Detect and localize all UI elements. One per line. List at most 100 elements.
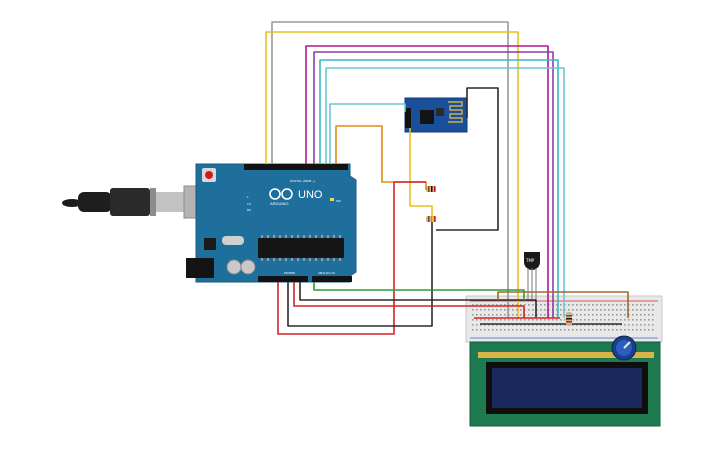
breadboard-hole <box>496 319 498 321</box>
wire-gray <box>271 21 509 318</box>
breadboard-hole <box>616 309 618 311</box>
breadboard-hole <box>516 304 518 306</box>
wire-purple <box>313 51 554 318</box>
led-on <box>330 198 334 201</box>
breadboard-hole <box>500 314 502 316</box>
breadboard-hole <box>516 314 518 316</box>
wire-green <box>313 282 525 300</box>
digital-header <box>244 164 348 170</box>
usb-chip <box>204 238 216 250</box>
breadboard-hole <box>608 319 610 321</box>
breadboard-hole <box>640 319 642 321</box>
analog-header <box>312 276 352 282</box>
breadboard-hole <box>648 324 650 326</box>
breadboard-hole <box>644 324 646 326</box>
resistor <box>426 216 436 222</box>
breadboard-hole <box>632 329 634 331</box>
breadboard-hole <box>484 314 486 316</box>
breadboard-hole <box>540 319 542 321</box>
breadboard-hole <box>624 314 626 316</box>
breadboard-hole <box>472 319 474 321</box>
wire-red-left <box>277 181 426 335</box>
breadboard-hole <box>532 329 534 331</box>
board-brand: UNO <box>298 189 323 201</box>
breadboard-hole <box>520 314 522 316</box>
breadboard-hole <box>580 309 582 311</box>
breadboard-hole <box>572 304 574 306</box>
breadboard-hole <box>636 324 638 326</box>
breadboard-hole <box>632 324 634 326</box>
breadboard-hole <box>500 309 502 311</box>
breadboard-hole <box>508 319 510 321</box>
breadboard-hole <box>648 319 650 321</box>
reset-button-icon[interactable] <box>202 168 216 182</box>
breadboard-hole <box>528 304 530 306</box>
breadboard-hole <box>632 304 634 306</box>
breadboard-hole <box>532 319 534 321</box>
power-jack <box>186 258 214 278</box>
breadboard-hole <box>484 319 486 321</box>
breadboard-hole <box>640 329 642 331</box>
capacitor <box>226 259 242 275</box>
breadboard-hole <box>620 329 622 331</box>
breadboard-hole <box>528 314 530 316</box>
breadboard-hole <box>560 304 562 306</box>
breadboard-hole <box>564 319 566 321</box>
breadboard-hole <box>560 314 562 316</box>
breadboard-hole <box>580 304 582 306</box>
breadboard-hole <box>476 329 478 331</box>
breadboard-hole <box>584 304 586 306</box>
breadboard-hole <box>556 314 558 316</box>
breadboard-hole <box>640 309 642 311</box>
breadboard-hole <box>648 309 650 311</box>
breadboard-hole <box>644 329 646 331</box>
breadboard-hole <box>496 329 498 331</box>
power-header <box>258 276 308 282</box>
resistor <box>426 186 436 192</box>
breadboard-hole <box>504 309 506 311</box>
breadboard-hole <box>652 314 654 316</box>
atmega-chip <box>258 238 344 258</box>
breadboard-hole <box>652 309 654 311</box>
breadboard-hole <box>612 329 614 331</box>
breadboard-hole <box>588 329 590 331</box>
breadboard-hole <box>472 324 474 326</box>
wires <box>265 21 629 335</box>
breadboard-hole <box>600 329 602 331</box>
breadboard-hole <box>476 304 478 306</box>
breadboard-hole <box>584 314 586 316</box>
breadboard-hole <box>576 309 578 311</box>
breadboard-hole <box>516 319 518 321</box>
breadboard-hole <box>572 329 574 331</box>
breadboard-hole <box>652 324 654 326</box>
breadboard-hole <box>568 329 570 331</box>
breadboard-hole <box>544 309 546 311</box>
breadboard-hole <box>624 304 626 306</box>
wire-yellow-2 <box>409 128 433 222</box>
breadboard-hole <box>620 309 622 311</box>
breadboard-hole <box>636 329 638 331</box>
led-l-label: L <box>247 195 249 199</box>
breadboard-hole <box>492 304 494 306</box>
breadboard-hole <box>484 329 486 331</box>
breadboard-hole <box>512 329 514 331</box>
breadboard-hole <box>608 309 610 311</box>
breadboard-hole <box>548 329 550 331</box>
wire-black-left <box>287 222 433 327</box>
sensor-label: TMP <box>525 258 535 263</box>
breadboard-hole <box>612 314 614 316</box>
breadboard-hole <box>584 329 586 331</box>
breadboard-hole <box>492 309 494 311</box>
breadboard-hole <box>636 309 638 311</box>
wifi-module <box>404 97 468 133</box>
lcd-display <box>469 335 661 427</box>
potentiometer-knob-icon[interactable] <box>611 335 637 361</box>
usb-cable-icon <box>62 185 211 219</box>
breadboard-hole <box>624 329 626 331</box>
breadboard-hole <box>600 319 602 321</box>
breadboard-hole <box>544 304 546 306</box>
breadboard-hole <box>580 314 582 316</box>
breadboard-hole <box>556 309 558 311</box>
breadboard-hole <box>592 309 594 311</box>
breadboard-hole <box>616 319 618 321</box>
